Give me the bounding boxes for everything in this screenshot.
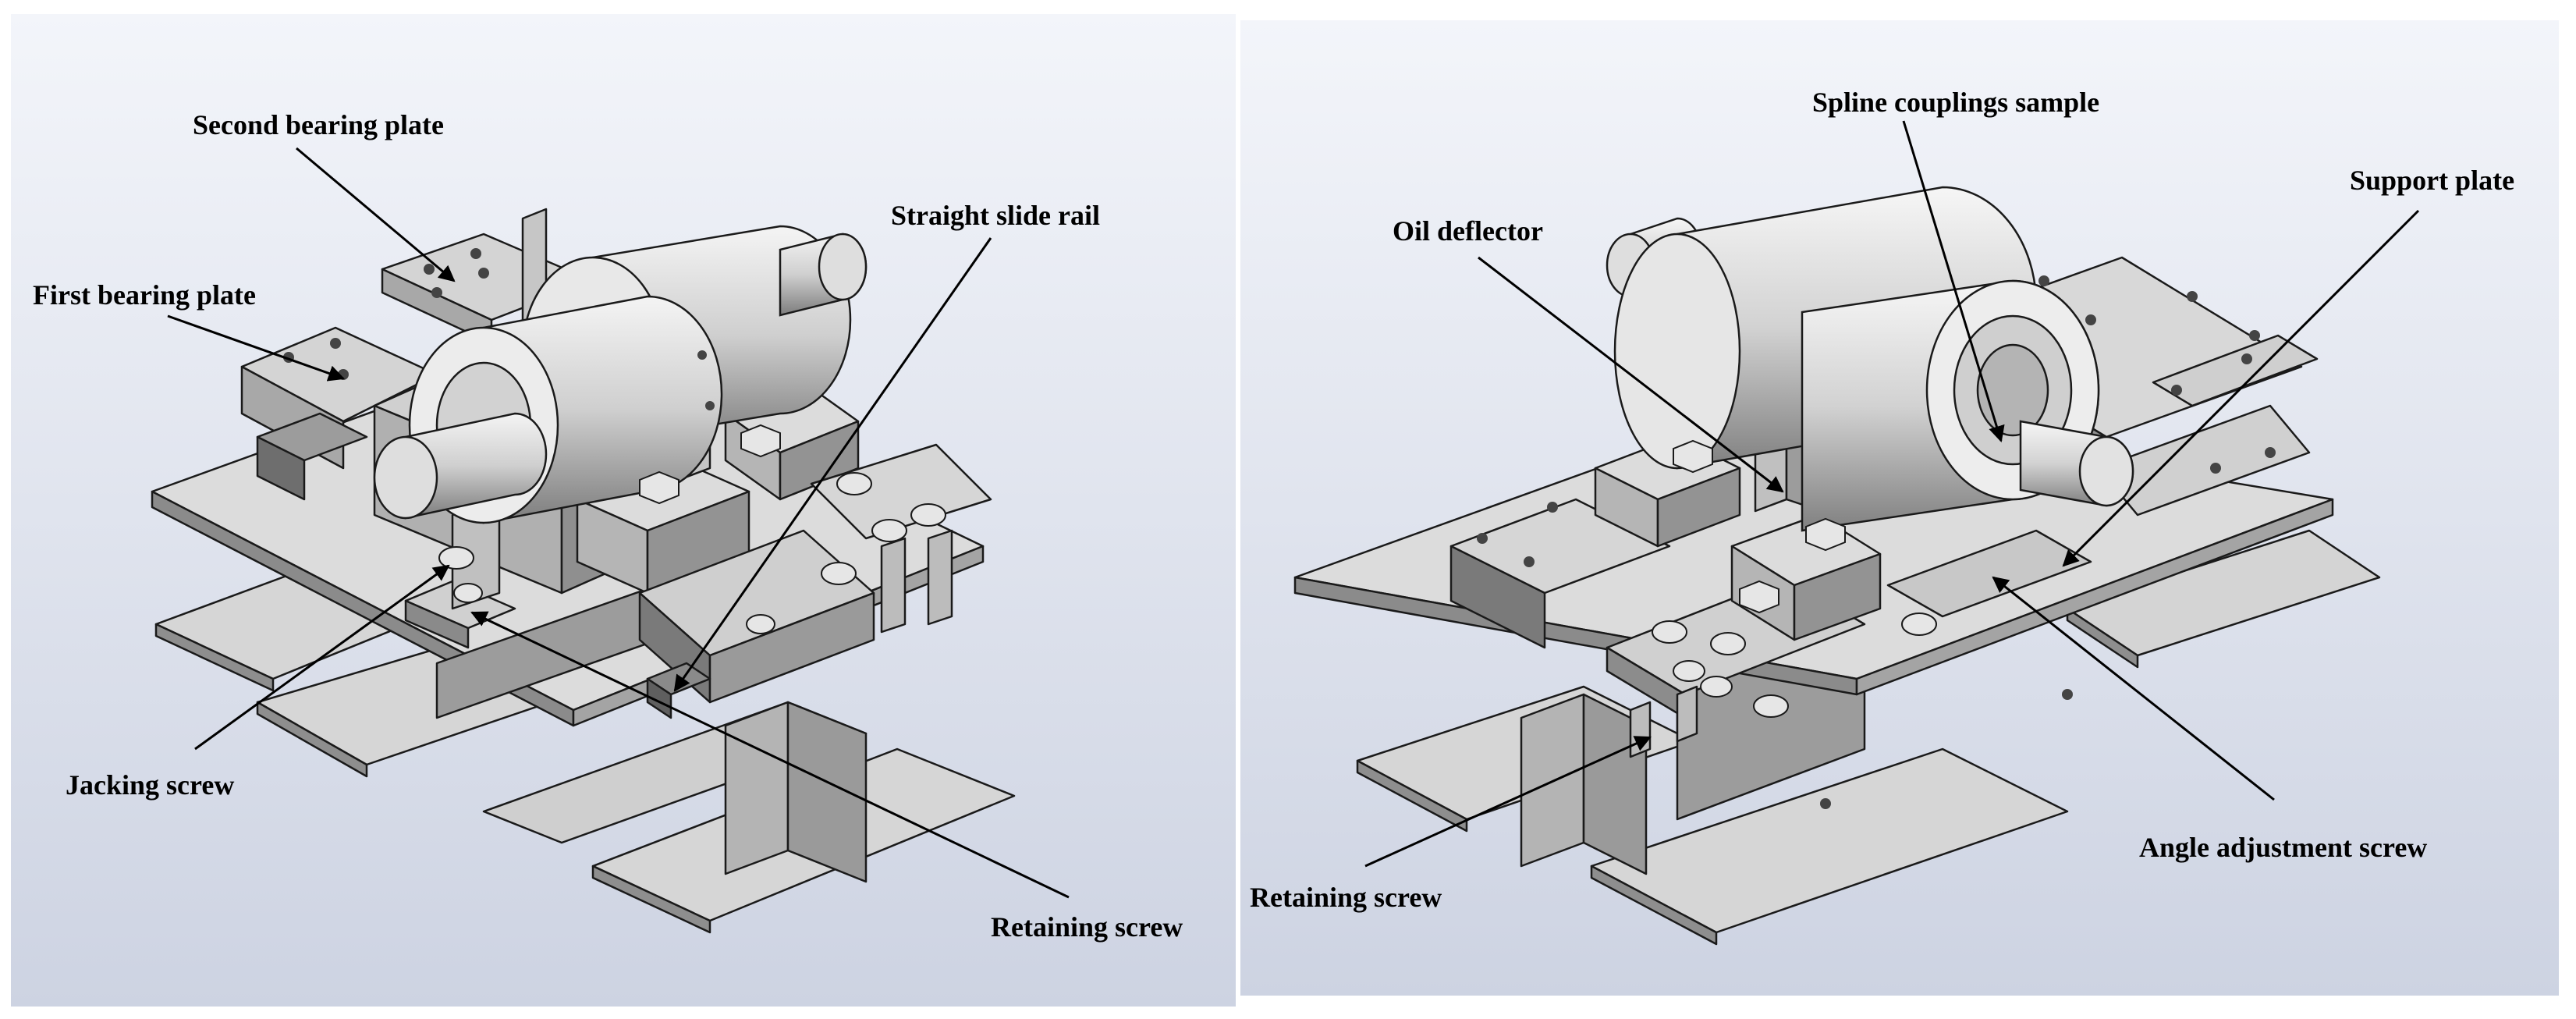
leader-first-bearing-plate xyxy=(167,314,345,382)
left-leader-lines xyxy=(167,147,1070,899)
leader-jacking-screw xyxy=(194,564,450,751)
label-oil-deflector: Oil deflector xyxy=(1393,215,1543,247)
right-bolt-heads xyxy=(1652,439,1937,718)
right-leader-lines xyxy=(1364,120,2420,868)
leader-oil-deflector xyxy=(1478,256,1784,493)
label-first-bearing-plate: First bearing plate xyxy=(33,279,256,311)
label-angle-adjustment-screw: Angle adjustment screw xyxy=(2139,832,2427,863)
leader-spline-couplings-sample xyxy=(1902,120,2005,443)
label-retaining-screw-right: Retaining screw xyxy=(1250,882,1442,913)
left-assembly-svg: Second bearing plate First bearing plate… xyxy=(11,14,1236,1007)
left-bolt-heads xyxy=(438,424,946,634)
label-spline-couplings-sample: Spline couplings sample xyxy=(1812,87,2099,118)
label-straight-slide-rail: Straight slide rail xyxy=(891,200,1100,231)
label-jacking-screw: Jacking screw xyxy=(66,769,234,801)
label-retaining-screw: Retaining screw xyxy=(991,911,1183,943)
leader-retaining-screw-right xyxy=(1364,736,1652,868)
right-holes xyxy=(1477,275,2276,809)
right-assembly-view: Spline couplings sample Support plate Oi… xyxy=(1240,0,2576,1019)
leader-straight-slide-rail xyxy=(673,237,992,692)
label-second-bearing-plate: Second bearing plate xyxy=(193,109,444,140)
leader-second-bearing-plate xyxy=(296,147,456,282)
leader-retaining-screw xyxy=(470,611,1070,899)
leader-angle-adjustment-screw xyxy=(1992,576,2275,801)
label-support-plate: Support plate xyxy=(2350,165,2514,196)
left-coupling-cylinders xyxy=(373,225,868,524)
right-assembly-svg: Spline couplings sample Support plate Oi… xyxy=(1240,20,2559,996)
leader-support-plate xyxy=(2062,209,2420,567)
left-assembly-view: Second bearing plate First bearing plate… xyxy=(0,0,1240,1019)
